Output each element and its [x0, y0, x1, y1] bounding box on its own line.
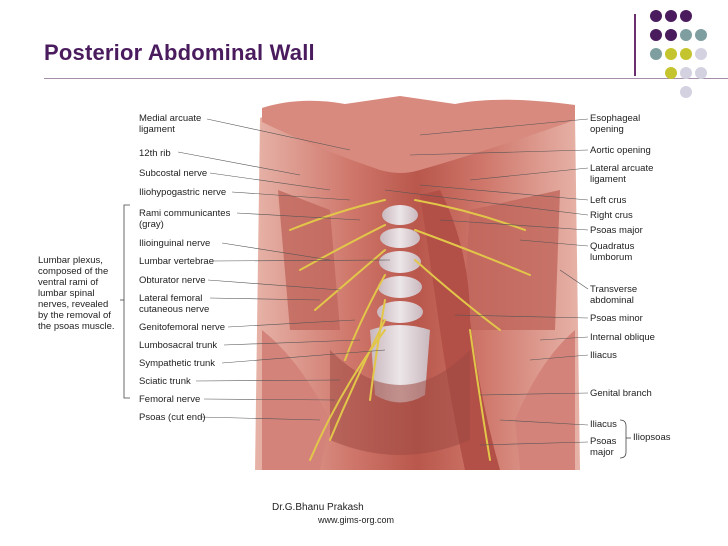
leader-line	[177, 151, 301, 176]
pelvic-cavity	[330, 350, 470, 455]
decorative-dot	[665, 67, 677, 79]
label-iliohypogastric-nerve: Iliohypogastric nerve	[139, 187, 227, 198]
leader-line	[469, 167, 589, 181]
label-aortic-opening: Aortic opening	[590, 145, 651, 156]
label-internal-oblique: Internal oblique	[590, 332, 655, 343]
leader-line	[236, 212, 361, 221]
quadratus-lumborum-left	[278, 190, 340, 330]
leader-line	[207, 279, 341, 291]
label-sciatic-trunk: Sciatic trunk	[139, 376, 191, 387]
label-lateral-arcuate-ligament: Lateral arcuate ligament	[590, 163, 654, 185]
label-left-crus: Left crus	[590, 195, 627, 206]
label-genital-branch: Genital branch	[590, 388, 652, 399]
label-lumbosacral-trunk: Lumbosacral trunk	[139, 340, 218, 351]
label-iliacus-upper: Iliacus	[590, 350, 617, 361]
leader-line	[209, 297, 321, 301]
leader-line	[211, 259, 391, 262]
leader-line	[559, 269, 589, 290]
label-genitofemoral-nerve: Genitofemoral nerve	[139, 322, 226, 333]
label-right-crus: Right crus	[590, 210, 633, 221]
title-vertical-rule	[634, 14, 636, 76]
label-iliopsoas: Iliopsoas	[633, 432, 671, 443]
leader-line	[409, 149, 589, 156]
leader-line	[479, 441, 589, 446]
label-obturator-nerve: Obturator nerve	[139, 275, 206, 286]
leader-line	[479, 392, 589, 396]
label-iliacus-lower: Iliacus	[590, 419, 617, 430]
leader-line	[203, 398, 336, 401]
decorative-dot	[665, 10, 677, 22]
slide-title: Posterior Abdominal Wall	[44, 40, 315, 65]
leader-line	[195, 379, 341, 382]
leader-line	[529, 354, 589, 361]
label-lumbar-vertebrae: Lumbar vertebrae	[139, 256, 214, 267]
label-transverse-abdominal: Transverse abdominal	[590, 284, 638, 306]
decorative-dot	[680, 86, 692, 98]
label-subcostal-nerve: Subcostal nerve	[139, 168, 208, 179]
label-sympathetic-trunk: Sympathetic trunk	[139, 358, 216, 369]
label-quadratus-lumborum: Quadratus lumborum	[590, 241, 635, 263]
leader-line	[384, 189, 589, 216]
label-psoas-major: Psoas major	[590, 225, 643, 236]
decorative-dot	[695, 48, 707, 60]
credit-author: Dr.G.Bhanu Prakash	[272, 502, 364, 513]
decorative-dot	[680, 67, 692, 79]
lumbar-vertebrae	[370, 205, 430, 403]
decorative-dot	[680, 48, 692, 60]
leader-line	[419, 118, 589, 136]
label-lateral-femoral-cutaneous-nerve: Lateral femoral cutaneous nerve	[139, 293, 210, 315]
decorative-dot	[680, 10, 692, 22]
leader-line	[223, 339, 361, 346]
label-psoas-cut-end: Psoas (cut end)	[139, 412, 206, 423]
diaphragm	[262, 96, 575, 173]
decorative-dot	[650, 48, 662, 60]
decorative-dot	[680, 29, 692, 41]
nerves	[289, 199, 531, 461]
credit-website: www.gims-org.com	[318, 515, 395, 525]
leader-line	[221, 349, 386, 364]
decorative-dot	[665, 48, 677, 60]
decorative-dot	[695, 67, 707, 79]
label-medial-arcuate-ligament: Medial arcuate ligament	[139, 113, 202, 135]
decorative-dot	[650, 29, 662, 41]
leader-line	[454, 314, 589, 319]
decorative-dot	[650, 10, 662, 22]
leader-line	[419, 184, 589, 201]
label-esophageal-opening: Esophageal opening	[590, 113, 641, 135]
iliacus-right	[515, 330, 575, 470]
decorative-dot-grid	[650, 10, 707, 98]
decorative-dot	[665, 29, 677, 41]
leader-line	[439, 219, 589, 231]
leader-line	[519, 239, 589, 247]
title-horizontal-rule	[44, 78, 728, 79]
leader-line	[209, 172, 331, 191]
label-12th-rib: 12th rib	[139, 148, 171, 159]
quadratus-lumborum-right	[462, 190, 560, 330]
label-ilioinguinal-nerve: Ilioinguinal nerve	[139, 238, 211, 249]
leader-line	[539, 336, 589, 341]
leader-line	[231, 191, 351, 201]
label-rami-communicantes: Rami communicantes (gray)	[139, 208, 231, 230]
label-psoas-minor: Psoas minor	[590, 313, 643, 324]
lumbar-plexus-note: Lumbar plexus, composed of the ventral r…	[38, 255, 115, 332]
leader-line	[227, 319, 356, 328]
decorative-dot	[695, 29, 707, 41]
leader-line	[199, 416, 321, 421]
leader-line	[499, 419, 589, 426]
label-psoas-major-lower: Psoas major	[590, 436, 617, 458]
label-femoral-nerve: Femoral nerve	[139, 394, 201, 405]
leader-line	[221, 242, 331, 261]
leader-line	[206, 118, 351, 151]
